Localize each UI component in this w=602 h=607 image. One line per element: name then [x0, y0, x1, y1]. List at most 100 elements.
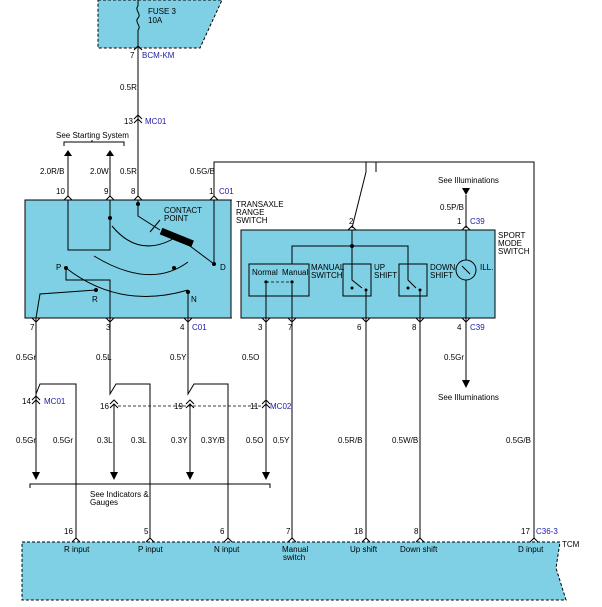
ms-label-1: MANUAL [311, 263, 345, 272]
sm-pin-b6: 6 [357, 323, 362, 332]
sm-c39-bottom: C39 [470, 323, 485, 332]
mc01-mid-connector: MC01 [44, 397, 66, 406]
tcm-pin-16: 16 [64, 527, 73, 536]
see-indicators-2: Gauges [90, 498, 118, 507]
wire-05o-b-label: 0.5O [246, 436, 263, 445]
down-l1: DOWN [430, 263, 456, 272]
tcm-c36-3: C36-3 [536, 527, 558, 536]
tr-name-3: SWITCH [236, 216, 268, 225]
wire-20w-label: 2.0W [90, 167, 109, 176]
tcm-p-input: P input [138, 545, 164, 554]
wire-05gr-ill-label: 0.5Gr [444, 353, 464, 362]
pos-p: P [56, 263, 61, 272]
wire-03y-label: 0.3Y [171, 436, 188, 445]
see-indicators-1: See Indicators & [90, 490, 149, 499]
tr-pin-10: 10 [56, 187, 65, 196]
tr-pin-b3: 3 [106, 323, 111, 332]
up-l1: UP [374, 263, 385, 272]
pin-19-mid: 19 [174, 402, 183, 411]
ms-normal: Normal [252, 268, 278, 277]
sm-pin-2: 2 [349, 217, 354, 226]
ms-manual: Manual [282, 268, 308, 277]
tcm-pin-5: 5 [144, 527, 149, 536]
wire-05gr-c-label: 0.5Gr [53, 436, 73, 445]
wire-05l-a-label: 0.5L [96, 353, 112, 362]
tcm-switch: switch [283, 553, 305, 562]
tcm-pin-6: 6 [220, 527, 225, 536]
tr-c01-top: C01 [219, 187, 234, 196]
pos-r: R [92, 295, 98, 304]
wire-03yb-label: 0.3Y/B [201, 436, 225, 445]
mc01-mid-pin: 14 [22, 397, 31, 406]
sm-pin-b8: 8 [412, 323, 417, 332]
tr-pin-8: 8 [131, 187, 136, 196]
bcm-pin: 7 [130, 51, 135, 60]
tcm-name: TCM [562, 540, 580, 549]
mc02-connector: MC02 [270, 402, 292, 411]
contact-point [159, 227, 194, 248]
wire-05gr-a-label: 0.5Gr [16, 353, 36, 362]
wire-05y-a-label: 0.5Y [170, 353, 187, 362]
pos-d: D [220, 263, 226, 272]
contact-label-1: CONTACT [164, 206, 202, 215]
bcm-connector: BCM-KM [142, 51, 175, 60]
sm-pin-b3: 3 [258, 323, 263, 332]
tcm-d-input: D input [518, 545, 544, 554]
wire-05r-label-b: 0.5R [120, 167, 137, 176]
tcm-up-shift: Up shift [350, 545, 378, 554]
wire-20rb-label: 2.0R/B [40, 167, 64, 176]
tr-pin-b7: 7 [30, 323, 35, 332]
wire-05wb-label: 0.5W/B [392, 436, 418, 445]
tcm-box [21, 541, 567, 601]
wire-05r-label-a: 0.5R [120, 83, 137, 92]
wire-05pb-label: 0.5P/B [440, 203, 464, 212]
wire-03l-a-label: 0.3L [97, 436, 113, 445]
sm-name-3: SWITCH [498, 247, 530, 256]
wire-05o-a-label: 0.5O [242, 353, 259, 362]
ill-label: ILL. [480, 263, 493, 272]
ms-label-2: SWITCH [311, 271, 343, 280]
fuse-box [97, 0, 223, 49]
wire-05y-b-label: 0.5Y [273, 436, 290, 445]
tcm-down-shift: Down shift [400, 545, 438, 554]
tcm-manual: Manual [282, 545, 308, 554]
wire-03l-b-label: 0.3L [131, 436, 147, 445]
wire-05gb-bot-label: 0.5G/B [506, 436, 531, 445]
wire-05gb-top-label: 0.5G/B [190, 167, 215, 176]
pos-n: N [191, 295, 197, 304]
up-l2: SHIFT [374, 271, 397, 280]
contact-label-2: POINT [164, 214, 189, 223]
fuse-name: FUSE 3 [148, 7, 177, 16]
sm-c39-top: C39 [470, 217, 485, 226]
fuse-symbol [136, 5, 140, 31]
tcm-pin-17: 17 [521, 527, 530, 536]
sm-name-1: SPORT [498, 231, 526, 240]
wire-05rb-label: 0.5R/B [338, 436, 362, 445]
tr-name-2: RANGE [236, 208, 264, 217]
pin-16-mid: 16 [100, 402, 109, 411]
tr-pin-9: 9 [104, 187, 109, 196]
wire-05gr-b-label: 0.5Gr [16, 436, 36, 445]
tcm-pin-8: 8 [414, 527, 419, 536]
down-l2: SHIFT [430, 271, 453, 280]
mc01-top-connector: MC01 [145, 117, 167, 126]
mc02-pin: 11 [250, 402, 259, 411]
sm-pin-b4: 4 [457, 323, 462, 332]
tr-pin-b4: 4 [180, 323, 185, 332]
see-illum-top: See Illuminations [438, 176, 499, 185]
see-starting-label: See Starting System [56, 131, 129, 140]
tr-name-1: TRANSAXLE [236, 200, 284, 209]
see-illum-bottom: See Illuminations [438, 393, 499, 402]
transaxle-range-switch [24, 199, 232, 319]
sm-pin-b7: 7 [288, 323, 293, 332]
tcm-n-input: N input [214, 545, 240, 554]
sport-mode-switch [240, 229, 496, 319]
sm-pin-1: 1 [457, 217, 462, 226]
tr-pin-1: 1 [209, 187, 214, 196]
tr-c01-bottom: C01 [192, 323, 207, 332]
mc01-top-pin: 13 [124, 117, 133, 126]
tcm-r-input: R input [64, 545, 90, 554]
tcm-pin-7: 7 [286, 527, 291, 536]
